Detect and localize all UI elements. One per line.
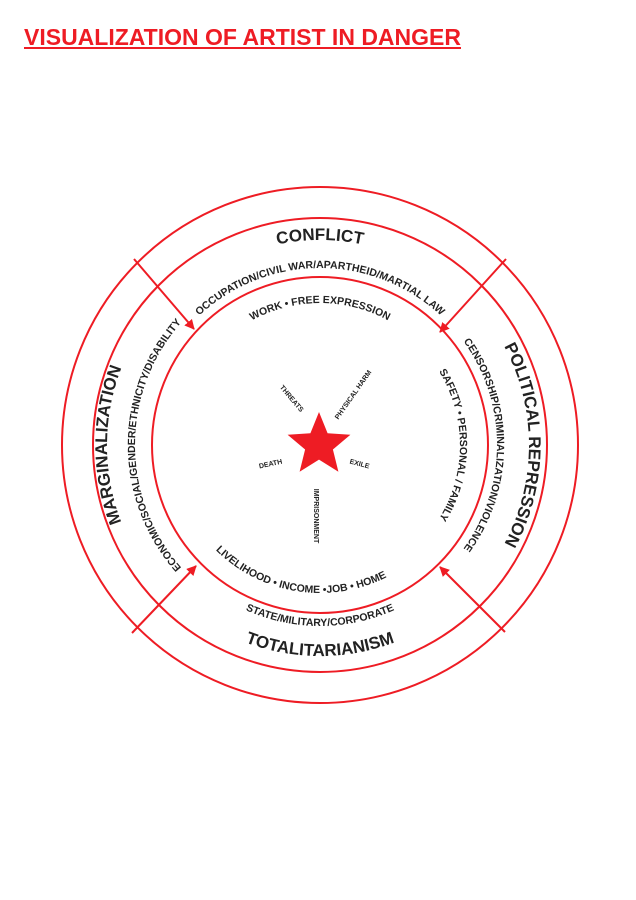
outer-label-bottom: TOTALITARIANISM: [244, 628, 396, 660]
outer-label-left: MARGINALIZATION: [92, 363, 125, 528]
outer-label-right: POLITICAL REPRESSION: [501, 339, 544, 550]
threat-label-exile: EXILE: [349, 459, 371, 471]
arrow-top-left: [133, 258, 195, 330]
arrow-top-right: [439, 258, 507, 333]
inner-label-right: SAFETY • PERSONAL / FAMILY: [436, 367, 469, 524]
middle-label-left: ECONOMIC/SOCIAL/GENDER/ETHNICITY/DISABIL…: [126, 316, 184, 573]
outer-label-top: CONFLICT: [275, 225, 366, 248]
threat-label-death: DEATH: [258, 459, 283, 471]
threat-label-physical-harm: PHYSICAL HARM: [334, 369, 373, 421]
inner-circle: [151, 276, 489, 614]
page-title: VISUALIZATION OF ARTIST IN DANGER: [24, 24, 461, 50]
arrow-bottom-left: [131, 565, 197, 634]
outer-ring: [61, 186, 579, 704]
middle-ring: [92, 217, 548, 673]
middle-label-top: OCCUPATION/CIVIL WAR/APARTHEID/MARTIAL L…: [193, 259, 447, 318]
inner-label-bottom: LIVELIHOOD • INCOME •JOB • HOME: [214, 543, 389, 596]
threat-label-imprisonment: IMPRISONMENT: [312, 489, 319, 544]
inner-label-top: WORK • FREE EXPRESSION: [248, 294, 393, 323]
threat-label-threats: THREATS: [278, 384, 304, 414]
middle-label-bottom: STATE/MILITARY/CORPORATE: [244, 602, 395, 629]
arrow-bottom-right: [439, 566, 506, 633]
star-icon: [287, 412, 351, 472]
